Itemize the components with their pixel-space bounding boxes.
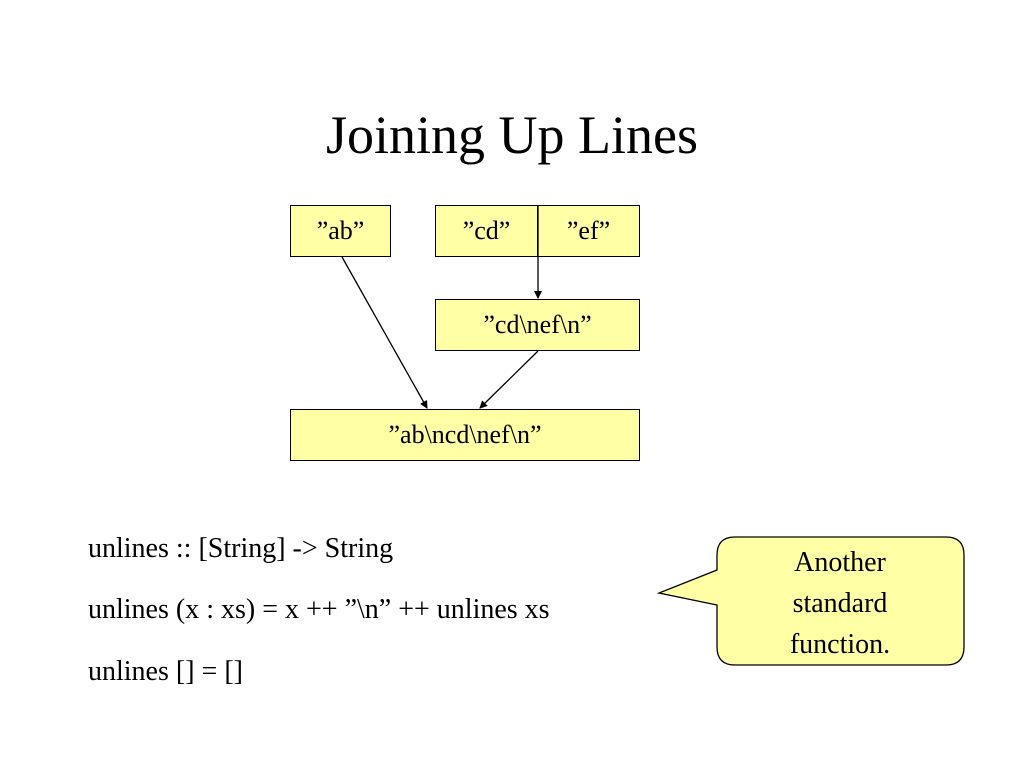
box-result: ”ab\ncd\nef\n” — [290, 409, 640, 461]
code-line-recursive-case: unlines (x : xs) = x ++ ”\n” ++ unlines … — [88, 594, 550, 625]
callout-text: Another standard function. — [717, 542, 963, 665]
box-result-label: ”ab\ncd\nef\n” — [388, 420, 542, 449]
box-cd: ”cd” — [436, 206, 537, 256]
arrow-ab-to-result — [341, 256, 428, 409]
box-cd-label: ”cd” — [462, 216, 511, 245]
box-ef: ”ef” — [537, 206, 639, 256]
code-line-signature: unlines :: [String] -> String — [88, 533, 394, 564]
callout-shape — [656, 536, 965, 666]
slide-title: Joining Up Lines — [326, 105, 698, 165]
box-ab: ”ab” — [290, 205, 391, 257]
code-line-base-case: unlines [] = [] — [88, 656, 243, 687]
callout-line-1: Another — [794, 547, 886, 578]
callout-line-2: standard — [792, 588, 888, 619]
box-cdef: ”cd\nef\n” — [435, 299, 640, 351]
box-cdef-label: ”cd\nef\n” — [483, 310, 592, 339]
callout-line-3: function. — [789, 629, 891, 660]
arrow-cdef-to-result — [479, 350, 539, 409]
box-ef-label: ”ef” — [566, 216, 611, 245]
box-ab-label: ”ab” — [316, 216, 365, 245]
